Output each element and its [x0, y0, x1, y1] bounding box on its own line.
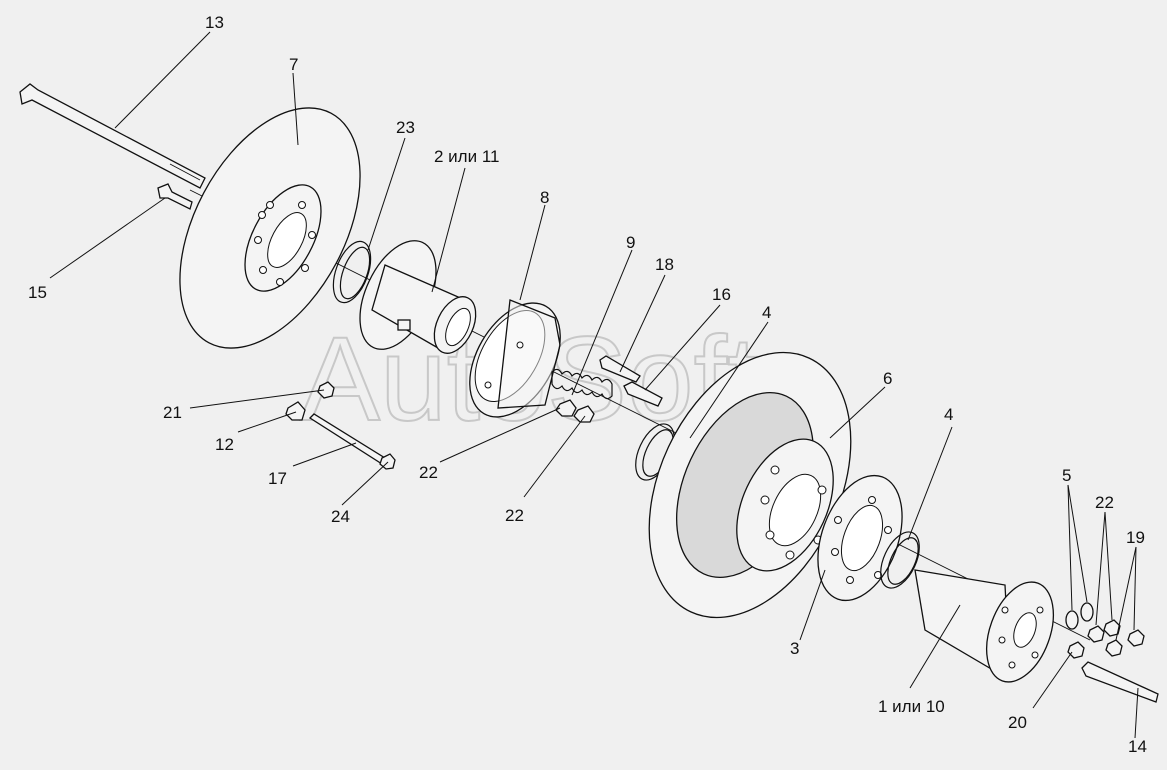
assembly-axis [189, 189, 1091, 641]
callout-22-right: 22 [1095, 493, 1114, 512]
part-1-or-10-hub [914, 569, 1054, 683]
callout-5: 5 [1062, 466, 1071, 485]
callout-18: 18 [655, 255, 674, 274]
callout-22-left: 22 [419, 463, 438, 482]
callout-8: 8 [540, 188, 549, 207]
callout-14: 14 [1128, 737, 1147, 756]
callout-4-upper: 4 [762, 303, 771, 322]
callout-12: 12 [215, 435, 234, 454]
part-22-nuts-middle [555, 399, 595, 423]
part-24-nut [379, 453, 396, 470]
part-23-snap-ring [332, 240, 372, 304]
part-5-washers [1065, 602, 1094, 630]
part-3-flange-ring [817, 474, 903, 602]
part-9-spring [551, 368, 613, 400]
part-4-snap-ring-lower [880, 531, 920, 589]
callout-16: 16 [712, 285, 731, 304]
part-20-nut [1067, 641, 1085, 659]
callout-13: 13 [205, 13, 224, 32]
callout-21: 21 [163, 403, 182, 422]
callout-7: 7 [289, 55, 298, 74]
callout-6: 6 [883, 369, 892, 388]
callout-9: 9 [626, 233, 635, 252]
part-21-nut [317, 381, 335, 399]
part-6-pulley-disc [648, 351, 852, 619]
part-18-pin [599, 355, 641, 383]
callout-19: 19 [1126, 528, 1145, 547]
callout-15: 15 [28, 283, 47, 302]
part-13-long-bolt [19, 83, 206, 189]
callout-24: 24 [331, 507, 350, 526]
part-15-short-bolt [157, 183, 193, 210]
part-7-disc [179, 107, 361, 349]
callout-1-or-10: 1 или 10 [878, 697, 945, 716]
callout-3: 3 [790, 639, 799, 658]
part-22-nuts-right [1087, 619, 1121, 643]
callout-2-or-11: 2 или 11 [434, 147, 499, 166]
callout-23: 23 [396, 118, 415, 137]
part-12-nut [285, 401, 306, 421]
callout-labels: 13 7 23 2 или 11 8 9 18 16 4 6 15 21 12 … [28, 13, 1147, 756]
part-2-or-11-sleeve [359, 240, 477, 354]
part-19-nuts [1105, 629, 1145, 657]
callout-22-middle: 22 [505, 506, 524, 525]
callout-4-lower: 4 [944, 405, 953, 424]
part-16-pin [623, 381, 663, 407]
part-14-key [1081, 661, 1159, 703]
callout-17: 17 [268, 469, 287, 488]
callout-20: 20 [1008, 713, 1027, 732]
leader-lines [49, 31, 1139, 739]
